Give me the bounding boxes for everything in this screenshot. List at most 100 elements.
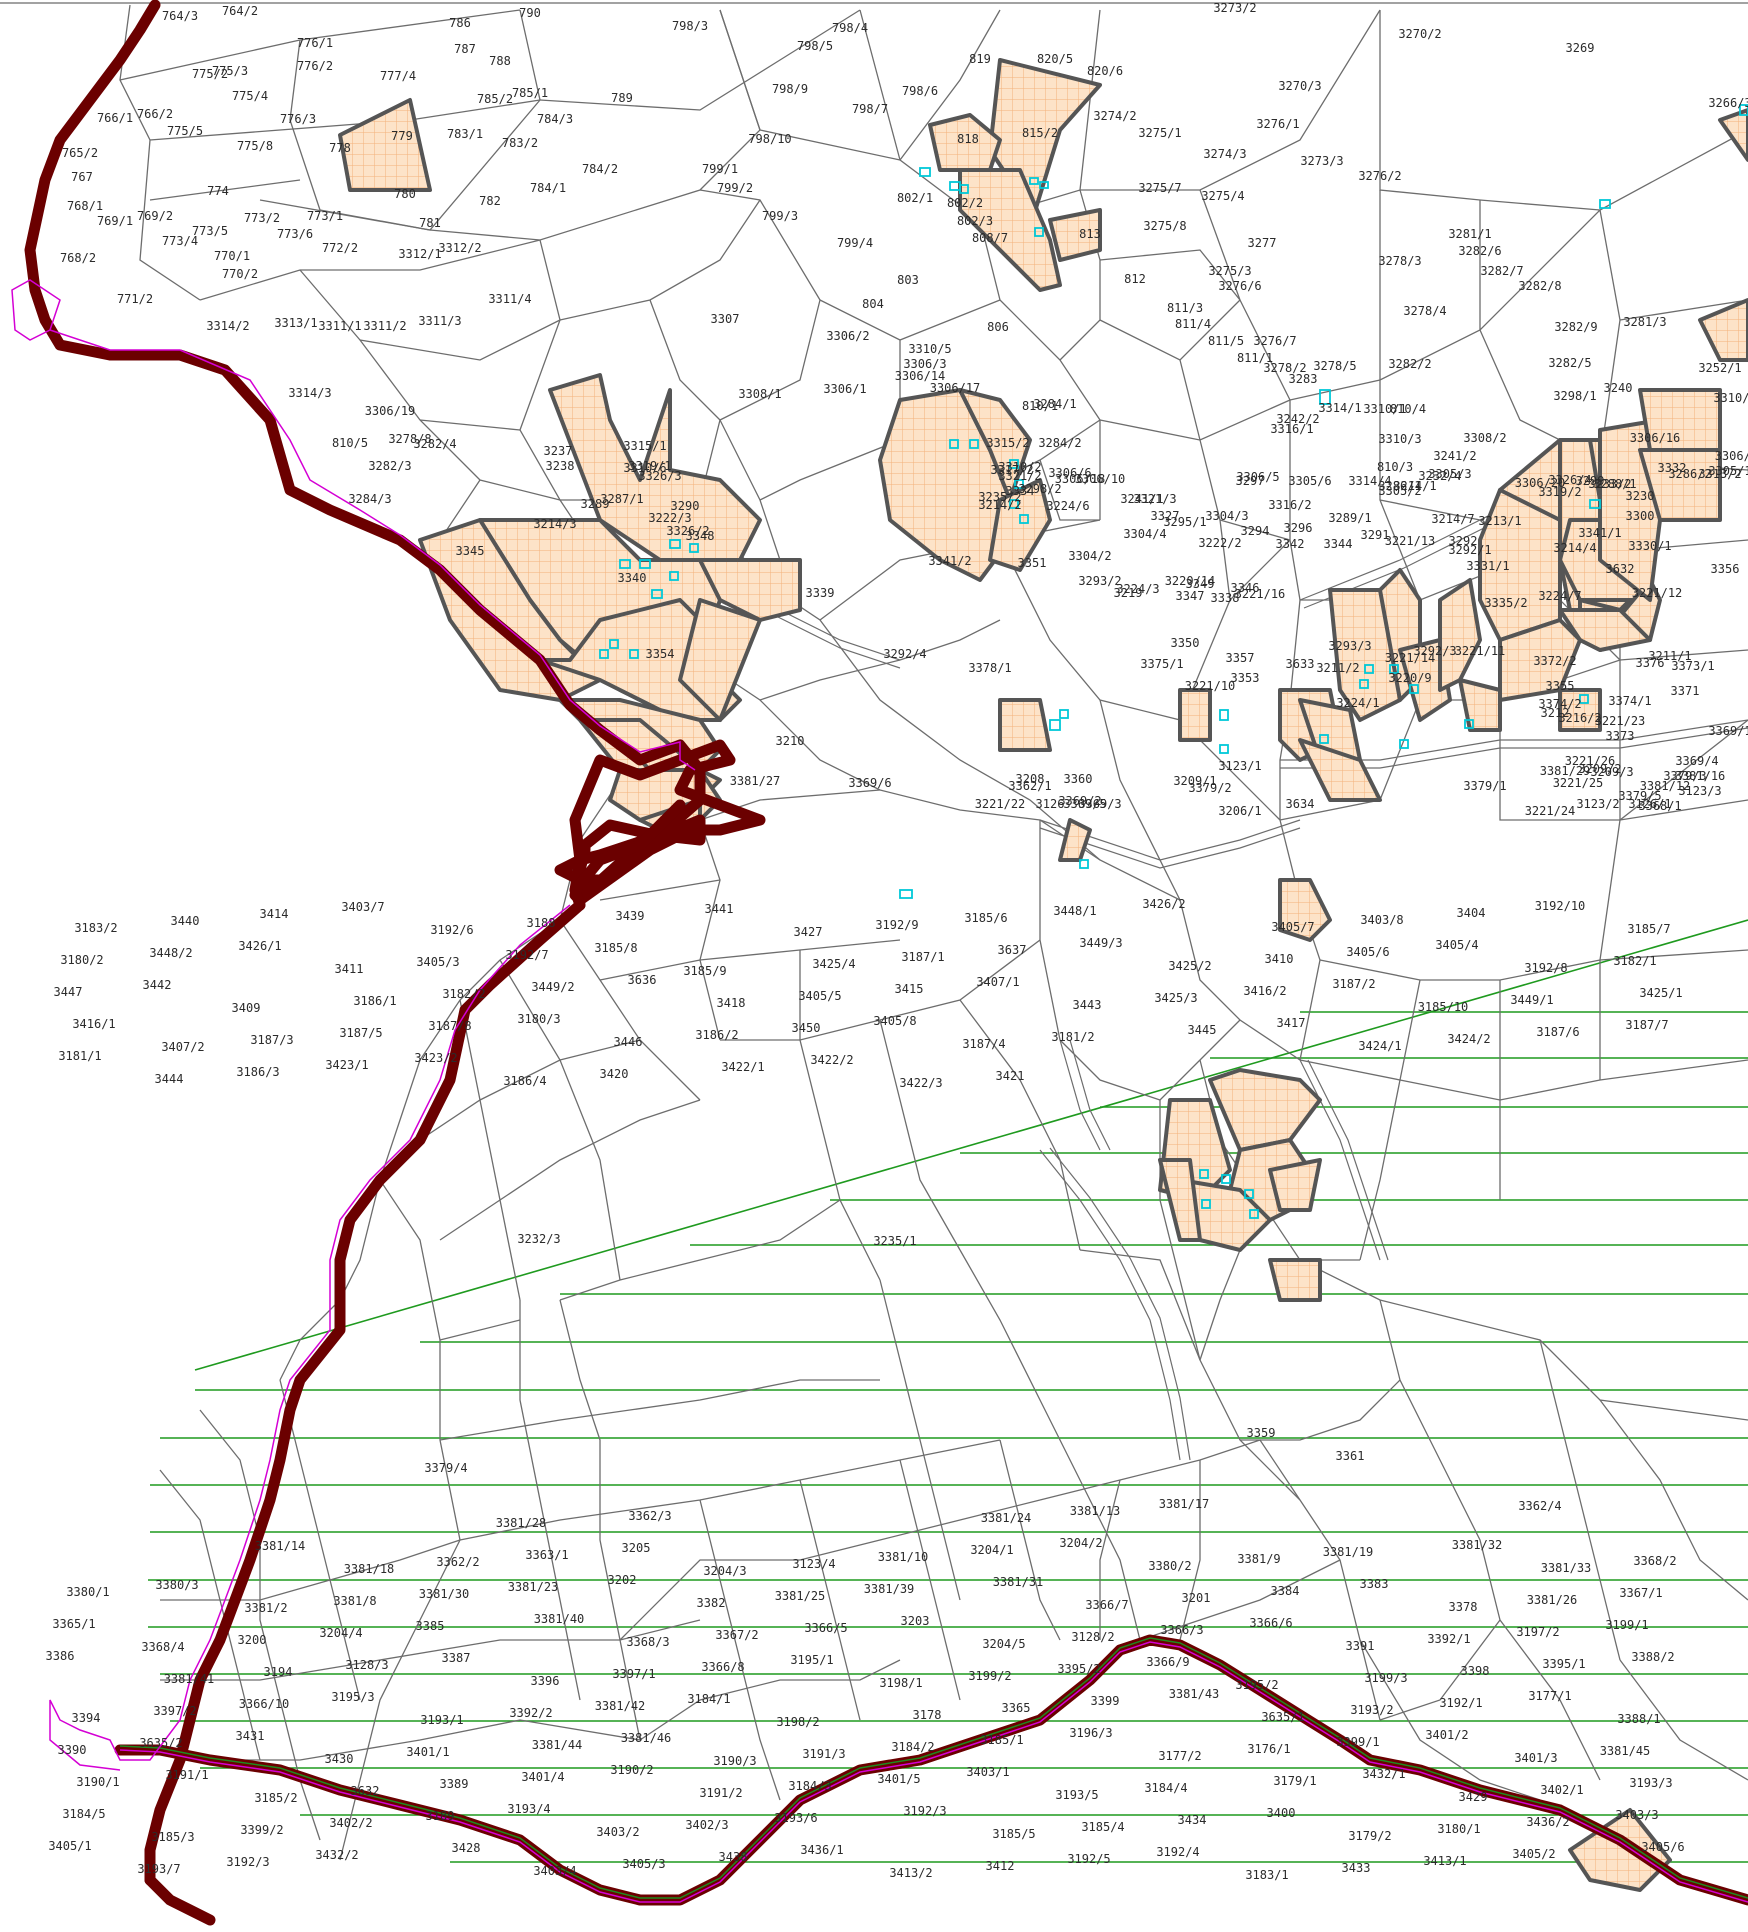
parcel-label: 782: [479, 194, 501, 208]
parcel-label: 3205: [622, 1541, 651, 1555]
parcel-label: 3287/1: [600, 492, 643, 506]
parcel-label: 3399/1: [1336, 1735, 1379, 1749]
parcel-label: 3381/18: [344, 1562, 395, 1576]
parcel-label: 3283: [1289, 372, 1318, 386]
parcel-label: 3409: [232, 1001, 261, 1015]
parcel-label: 3204/4: [319, 1626, 362, 1640]
parcel-label: 3313/2: [1698, 467, 1741, 481]
parcel-label: 3423/2: [414, 1051, 457, 1065]
parcel-label: 3316/1: [1270, 422, 1313, 436]
parcel-label: 769/2: [137, 209, 173, 223]
parcel-label: 3382: [697, 1596, 726, 1610]
parcel-label: 777/4: [380, 69, 416, 83]
parcel-label: 3312/1: [398, 247, 441, 261]
parcel-label: 3185/10: [1418, 1000, 1469, 1014]
parcel-label: 3427: [794, 925, 823, 939]
parcel-label: 799/1: [702, 162, 738, 176]
parcel-label: 773/5: [192, 224, 228, 238]
parcel-label: 3212: [1541, 706, 1570, 720]
parcel-label: 3381/44: [532, 1738, 583, 1752]
parcel-label: 3286/2: [1668, 467, 1711, 481]
parcel-label: 3341/2: [928, 554, 971, 568]
parcel-label: 3209/3: [1590, 765, 1633, 779]
parcel-label: 3373: [1606, 729, 1635, 743]
parcel-label: 3191/1: [165, 1768, 208, 1782]
parcel-label: 3400: [1267, 1806, 1296, 1820]
parcel-label: 3413/1: [1423, 1854, 1466, 1868]
parcel-label: 778: [329, 141, 351, 155]
parcel-label: 3213/1: [1478, 514, 1521, 528]
parcel-label: 3193/3: [1629, 1776, 1672, 1790]
parcel-label: 3269: [1566, 41, 1595, 55]
parcel-label: 3420: [600, 1067, 629, 1081]
parcel-label: 798/7: [852, 102, 888, 116]
parcel-label: 3449/2: [531, 980, 574, 994]
parcel-label: 3187/5: [339, 1026, 382, 1040]
parcel-label: 3381/14: [255, 1539, 306, 1553]
cadastral-boundary: [11, 0, 1748, 1926]
parcel-label: 3235/2: [978, 490, 1021, 504]
parcel-label: 3188: [527, 916, 556, 930]
parcel-label: 773/2: [244, 211, 280, 225]
parcel-label: 3190/2: [610, 1763, 653, 1777]
parcel-label: 3359: [1247, 1426, 1276, 1440]
parcel-label: 775/3: [212, 64, 248, 78]
parcel-label: 785/2: [477, 92, 513, 106]
parcel-label: 3338: [1211, 591, 1240, 605]
parcel-label: 3187/6: [1536, 1025, 1579, 1039]
parcel-label: 3274/3: [1203, 147, 1246, 161]
parcel-label: 3310/2: [998, 460, 1041, 474]
parcel-label: 3238: [546, 459, 575, 473]
parcel-label: 3385: [416, 1619, 445, 1633]
parcel-label: 3432/1: [1362, 1767, 1405, 1781]
parcel-label: 769/1: [97, 214, 133, 228]
parcel-label: 3310/6: [623, 461, 666, 475]
parcel-label: 780: [394, 187, 416, 201]
parcel-label: 3192/5: [1067, 1852, 1110, 1866]
parcel-label: 810/4: [1390, 402, 1426, 416]
parcel-label: 3412: [986, 1859, 1015, 1873]
parcel-label: 3407/1: [976, 975, 1019, 989]
parcel-label: 3380/2: [1148, 1559, 1191, 1573]
parcel-label: 3221/22: [975, 797, 1026, 811]
parcel-label: 806: [987, 320, 1009, 334]
parcel-label: 3381/46: [621, 1731, 672, 1745]
parcel-label: 3388/2: [1631, 1650, 1674, 1664]
parcel-label: 3284/1: [1033, 397, 1076, 411]
parcel-label: 3405/3: [416, 955, 459, 969]
parcel-label: 3450: [792, 1021, 821, 1035]
parcel-label: 3240: [1604, 381, 1633, 395]
parcel-label: 3436/2: [1526, 1815, 1569, 1829]
parcel-label: 3192/4: [1156, 1845, 1199, 1859]
parcel-label: 3297: [1236, 474, 1265, 488]
parcel-label: 3284/3: [348, 492, 391, 506]
parcel-label: 3282/3: [368, 459, 411, 473]
parcel-label: 3332: [1658, 461, 1687, 475]
parcel-label: 3416/2: [1243, 984, 1286, 998]
parcel-label: 3381/26: [1527, 1593, 1578, 1607]
parcel-label: 3185/8: [594, 941, 637, 955]
parcel-label: 3199/1: [1605, 1618, 1648, 1632]
parcel-label: 3321/3: [1133, 492, 1176, 506]
parcel-label: 3339: [806, 586, 835, 600]
parcel-label: 3379/1: [1463, 779, 1506, 793]
parcel-label: 3193/5: [1055, 1788, 1098, 1802]
parcel-label: 3275/1: [1138, 126, 1181, 140]
parcel-label: 3316/2: [1268, 498, 1311, 512]
parcel-label: 789: [611, 91, 633, 105]
parcel-label: 3241/1: [1120, 492, 1163, 506]
parcel-label: 3441: [705, 902, 734, 916]
parcel-label: 3381/39: [864, 1582, 915, 1596]
parcel-label: 3208: [1016, 772, 1045, 786]
parcel-label: 3202: [608, 1573, 637, 1587]
parcel-label: 3282/8: [1518, 279, 1561, 293]
parcel-label: 3128/3: [345, 1658, 388, 1672]
parcel-label: 3410: [1265, 952, 1294, 966]
parcel-label: 3447: [54, 985, 83, 999]
parcel-label: 3186/3: [236, 1065, 279, 1079]
parcel-label: 3425/3: [1154, 991, 1197, 1005]
parcel-label: 3312/2: [438, 241, 481, 255]
parcel-label: 3379/5: [1618, 789, 1661, 803]
parcel-label: 3180/2: [60, 953, 103, 967]
